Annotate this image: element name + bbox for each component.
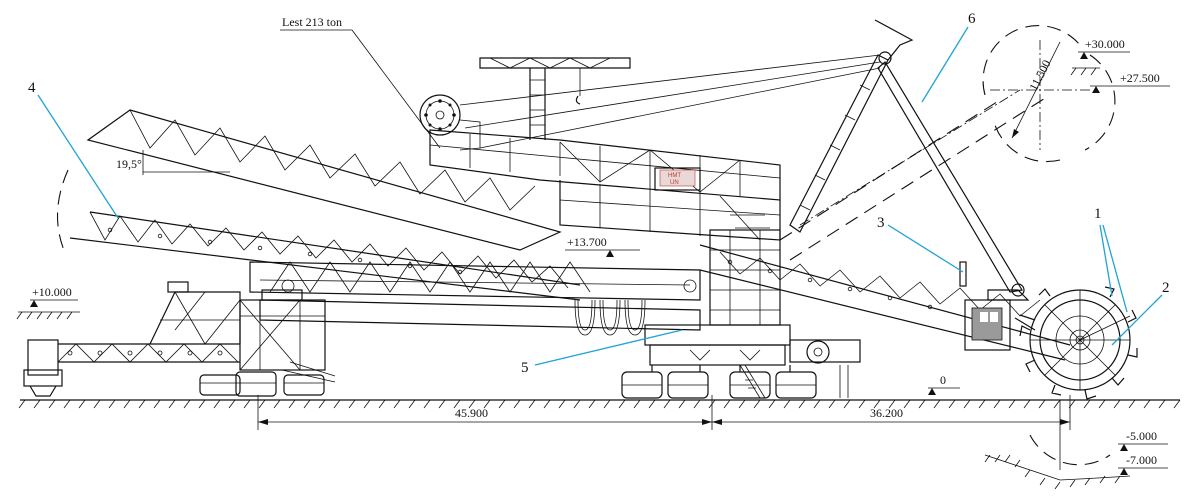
discharge-boom-truss — [69, 211, 581, 301]
callout-3: 3 — [877, 215, 964, 273]
wheel-reach-lower — [984, 400, 1131, 490]
callout-2-label: 2 — [1162, 280, 1170, 296]
weight-callout: Lest 213 ton — [280, 15, 441, 149]
dimension-line: 45.900 36.200 — [257, 395, 1071, 430]
mast-and-stays — [459, 19, 1023, 293]
level-plus10-label: +10.000 — [32, 285, 72, 299]
raised-boom-dashed — [779, 89, 1051, 261]
cabin-sign — [659, 169, 696, 187]
level-minus7-mark: -7.000 — [1118, 453, 1168, 475]
callout-3-label: 3 — [877, 215, 885, 231]
weight-label: Lest 213 ton — [282, 15, 342, 29]
callout-5-label: 5 — [521, 360, 529, 376]
level-zero-label: 0 — [940, 373, 946, 387]
level-plus10-mark: +10.000 — [16, 285, 80, 320]
counterweight-truss: 19,5° — [86, 109, 562, 251]
boom-swing-arc — [56, 169, 69, 256]
cabin-sign-line1: НМТ — [668, 173, 681, 179]
wheel-radius-label: 11.500 — [1026, 58, 1053, 93]
bucket-wheel-boom — [699, 244, 1071, 361]
level-minus5-label: -5.000 — [1126, 429, 1157, 443]
superstructure: НМТ UN — [429, 129, 861, 399]
level-plus27_5-mark: +27.500 — [1090, 71, 1170, 93]
callout-2: 2 — [1111, 280, 1170, 346]
callout-4-label: 4 — [28, 80, 36, 96]
boom-angle-label: 19,5° — [116, 157, 142, 171]
dim-right-label: 36.200 — [870, 406, 903, 420]
main-conveyor — [249, 261, 701, 336]
level-plus13_7-label: +13.700 — [567, 235, 607, 249]
discharge-unit — [23, 281, 336, 397]
cabin-sign-line2: UN — [670, 180, 679, 186]
level-plus13_7-mark: +13.700 — [565, 235, 640, 257]
level-zero-mark: 0 — [928, 373, 960, 395]
service-crane — [479, 57, 631, 140]
ground-line — [18, 399, 1181, 409]
callout-6-label: 6 — [968, 11, 976, 27]
level-plus30-label: +30.000 — [1085, 37, 1125, 51]
bucket-wheel — [1014, 286, 1138, 400]
callout-1-label: 1 — [1094, 206, 1102, 222]
level-plus27_5-label: +27.500 — [1120, 71, 1160, 85]
level-plus30-mark: +30.000 — [1070, 37, 1130, 76]
hoist-winch-drum — [419, 94, 481, 151]
callout-5: 5 — [521, 329, 683, 376]
callout-1: 1 — [1094, 206, 1128, 313]
callout-4: 4 — [28, 80, 119, 219]
level-minus7-label: -7.000 — [1126, 453, 1157, 467]
callout-6: 6 — [921, 11, 976, 103]
dim-left-label: 45.900 — [455, 406, 488, 420]
level-minus5-mark: -5.000 — [1118, 429, 1168, 451]
